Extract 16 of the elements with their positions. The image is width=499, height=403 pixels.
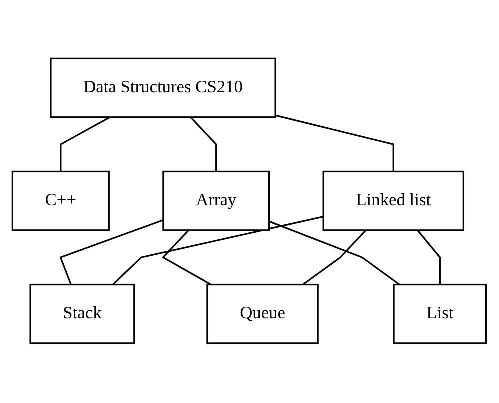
node-box: Stack (30, 284, 136, 345)
connector (60, 117, 111, 172)
node-box: C++ (12, 171, 110, 232)
connector (60, 220, 164, 286)
node-box: Array (162, 171, 270, 232)
connector (190, 117, 218, 172)
connector (162, 230, 212, 286)
node-box: List (393, 284, 488, 345)
node-box: Data Structures CS210 (50, 58, 276, 119)
connector (112, 216, 324, 286)
connector (417, 230, 441, 286)
connector (268, 221, 400, 286)
connector (275, 115, 394, 172)
node-box: Linked list (322, 171, 464, 232)
node-box: Queue (206, 284, 319, 345)
connector (302, 230, 367, 286)
